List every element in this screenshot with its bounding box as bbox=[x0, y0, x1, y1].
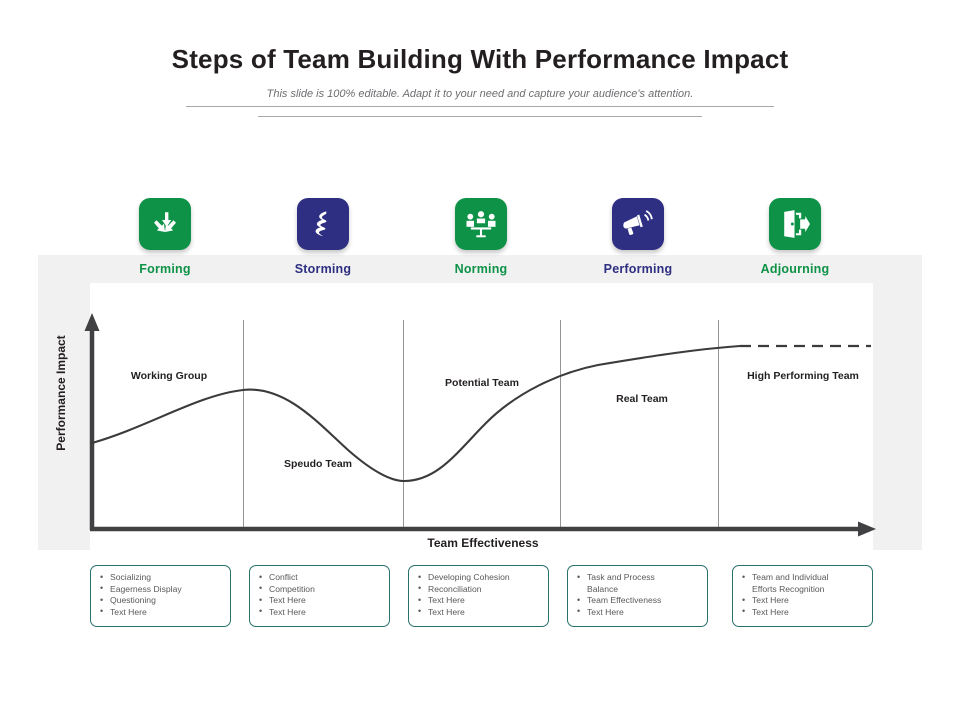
stage-divider-lines bbox=[243, 320, 719, 528]
bullet-box-performing[interactable]: Task and Process BalanceTeam Effectivene… bbox=[567, 565, 708, 627]
list-item: Team and Individual Efforts Recognition bbox=[739, 571, 868, 595]
list-item: Developing Cohesion bbox=[415, 572, 544, 584]
list-item: Text Here bbox=[97, 606, 226, 619]
list-item: Team Effectiveness bbox=[574, 595, 703, 607]
performance-curve-solid bbox=[90, 344, 742, 483]
stage-label-storming: Storming bbox=[294, 262, 352, 276]
bullet-box-norming[interactable]: Developing CohesionReconciliationText He… bbox=[408, 565, 549, 627]
list-item: Text Here bbox=[574, 606, 703, 619]
chart-plot-background bbox=[90, 283, 873, 550]
x-axis bbox=[90, 521, 876, 537]
y-axis-label: Performance Impact bbox=[54, 335, 68, 451]
curve-label-high-performing-team: High Performing Team bbox=[747, 370, 859, 382]
list-item: Text Here bbox=[739, 595, 868, 607]
stage-forming[interactable]: Forming bbox=[105, 198, 225, 276]
curve-label-speudo-team: Speudo Team bbox=[283, 458, 353, 470]
megaphone-icon[interactable] bbox=[612, 198, 664, 250]
list-item: Text Here bbox=[415, 595, 544, 607]
list-item: Text Here bbox=[415, 606, 544, 619]
stage-storming[interactable]: Storming bbox=[263, 198, 383, 276]
stage-label-performing: Performing bbox=[603, 262, 673, 276]
list-item: Text Here bbox=[256, 606, 385, 619]
y-axis bbox=[84, 313, 100, 530]
curve-label-real-team: Real Team bbox=[616, 393, 668, 405]
page-title: Steps of Team Building With Performance … bbox=[171, 44, 789, 74]
stage-label-forming: Forming bbox=[139, 262, 191, 276]
list-item: Competition bbox=[256, 583, 385, 596]
team-meeting-icon[interactable] bbox=[455, 198, 507, 250]
bullet-box-adjourning[interactable]: Team and Individual Efforts RecognitionT… bbox=[732, 565, 873, 627]
list-item: Eagerness Display bbox=[97, 583, 226, 596]
header-divider-bottom bbox=[258, 116, 702, 117]
page-subtitle: This slide is 100% editable. Adapt it to… bbox=[266, 88, 694, 100]
list-item: Text Here bbox=[256, 595, 385, 607]
stage-label-norming: Norming bbox=[454, 262, 508, 276]
bullet-box-forming[interactable]: SocializingEagerness DisplayQuestioningT… bbox=[90, 565, 231, 627]
x-axis-label: Team Effectiveness bbox=[427, 536, 539, 550]
exit-door-icon[interactable] bbox=[769, 198, 821, 250]
lightning-bolt-icon[interactable] bbox=[297, 198, 349, 250]
stage-adjourning[interactable]: Adjourning bbox=[735, 198, 855, 276]
list-item: Conflict bbox=[256, 572, 385, 584]
list-item: Text Here bbox=[739, 606, 868, 619]
performance-impact-chart bbox=[84, 313, 876, 537]
bullet-box-storming[interactable]: ConflictCompetitionText HereText Here bbox=[249, 565, 390, 627]
stage-norming[interactable]: Norming bbox=[421, 198, 541, 276]
list-item: Questioning bbox=[97, 595, 226, 607]
list-item: Socializing bbox=[97, 572, 226, 584]
list-item: Task and Process Balance bbox=[574, 571, 703, 595]
header-divider-top bbox=[186, 106, 774, 107]
stage-performing[interactable]: Performing bbox=[578, 198, 698, 276]
list-item: Reconciliation bbox=[415, 583, 544, 596]
curve-label-potential-team: Potential Team bbox=[445, 377, 519, 389]
curve-label-working-group: Working Group bbox=[130, 370, 208, 382]
stage-label-adjourning: Adjourning bbox=[760, 262, 830, 276]
converging-arrows-icon[interactable] bbox=[139, 198, 191, 250]
